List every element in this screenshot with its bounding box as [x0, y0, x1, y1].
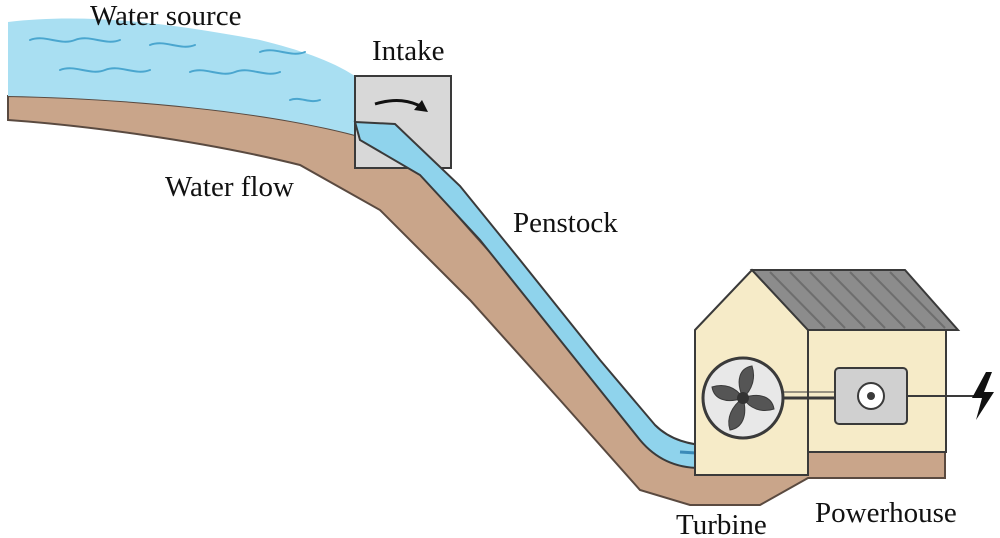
- label-penstock: Penstock: [513, 207, 618, 239]
- water-waves: [29, 37, 321, 103]
- generator-icon: [834, 367, 908, 425]
- label-water-flow: Water flow: [165, 171, 294, 203]
- turbine-fan-icon: [701, 356, 785, 440]
- lightning-bolt-icon: [972, 372, 994, 420]
- label-powerhouse: Powerhouse: [815, 497, 957, 529]
- label-water-source: Water source: [90, 0, 241, 32]
- flow-arrow-icon: [374, 99, 428, 112]
- label-turbine: Turbine: [676, 509, 767, 538]
- label-intake: Intake: [372, 35, 444, 67]
- hillside-ground: [7, 94, 946, 506]
- water-source-body: [8, 18, 355, 135]
